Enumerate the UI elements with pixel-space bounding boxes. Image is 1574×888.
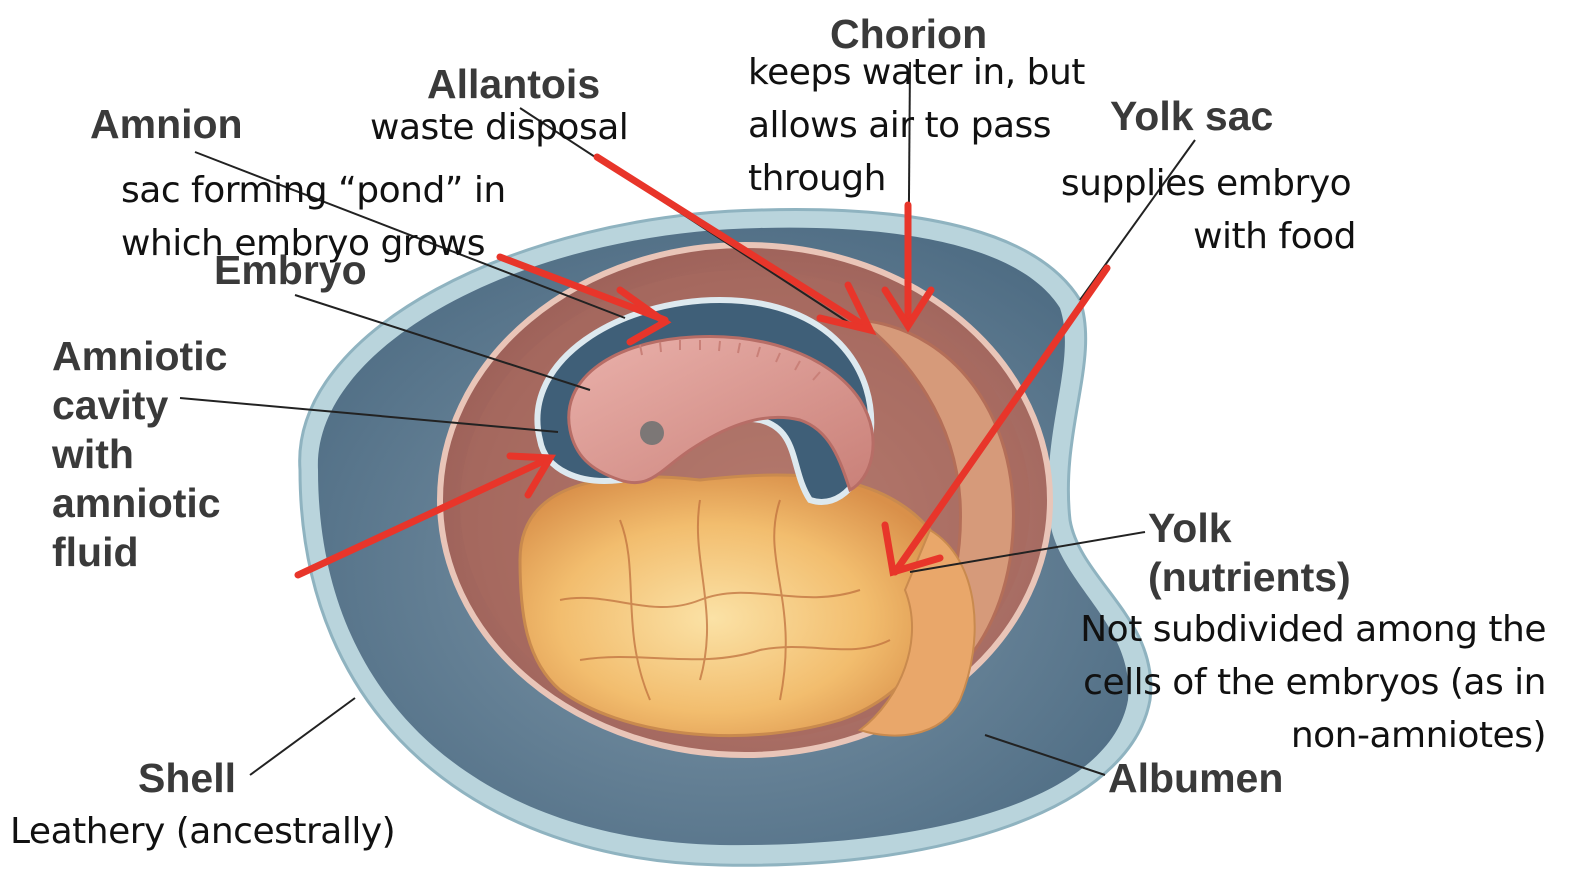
red-arrows — [294, 153, 1111, 579]
label-amniotic-cavity: Amniotic cavity with amniotic fluid — [52, 333, 228, 575]
label-yolk-sac: Yolk sac — [1110, 93, 1274, 139]
label-yolk: Yolk (nutrients) — [1148, 505, 1351, 600]
yolk-veins — [559, 499, 891, 701]
note-shell: Leathery (ancestrally) — [10, 811, 396, 852]
label-embryo: Embryo — [214, 247, 367, 293]
note-yolk-sac: supplies embryo with food — [1060, 163, 1357, 257]
label-albumen: Albumen — [1108, 755, 1284, 801]
label-amnion: Amnion — [90, 101, 243, 147]
embryo — [567, 335, 875, 493]
label-chorion: Chorion — [830, 11, 988, 57]
note-chorion: keeps water in, but allows air to pass t… — [748, 52, 1085, 199]
label-shell: Shell — [138, 755, 236, 801]
embryo-eye — [640, 421, 664, 445]
leader-lines — [179, 61, 1196, 776]
note-yolk: Not subdivided among the cells of the em… — [1080, 609, 1546, 756]
note-amnion: sac forming “pond” in which embryo grows — [121, 170, 506, 264]
label-allantois: Allantois — [427, 61, 601, 107]
yolk-sac-stalk — [857, 528, 976, 737]
note-allantois: waste disposal — [370, 107, 629, 148]
embryo-segments — [639, 340, 821, 381]
yolk — [518, 473, 949, 738]
